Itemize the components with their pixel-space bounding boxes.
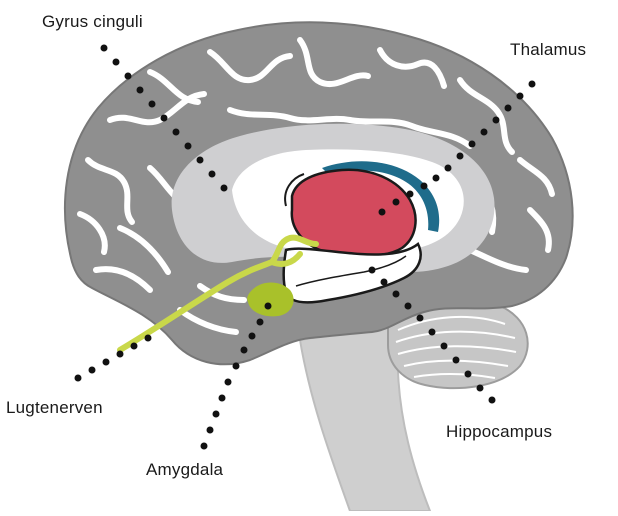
- label-amygdala: Amygdala: [146, 460, 223, 480]
- label-lugtenerven: Lugtenerven: [6, 398, 103, 418]
- label-hippocampus: Hippocampus: [446, 422, 552, 442]
- label-thalamus: Thalamus: [510, 40, 586, 60]
- label-gyrus-cinguli: Gyrus cinguli: [42, 12, 143, 32]
